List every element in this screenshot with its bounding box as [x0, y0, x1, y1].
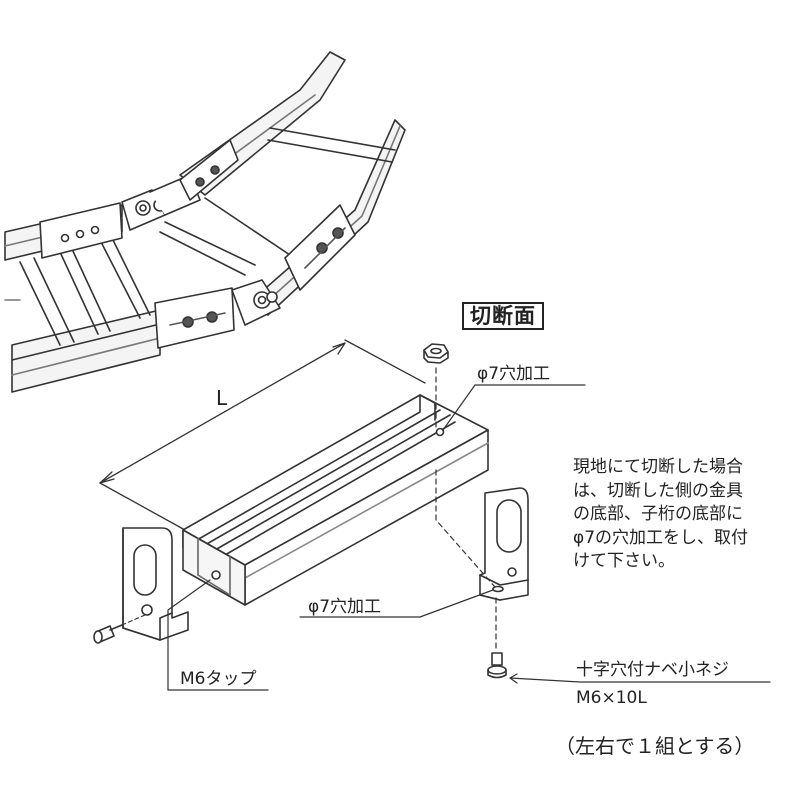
screw-name-label: 十字穴付ナベ小ネジ	[576, 660, 729, 680]
screw-size-label: M6×10L	[576, 688, 647, 708]
note-line-5: けて下さい。	[573, 551, 675, 571]
bracket-left	[122, 527, 189, 641]
pair-note: （左右で１組とする）	[555, 734, 755, 758]
hole-label-top: φ7穴加工	[477, 364, 551, 384]
joint-plate-front	[154, 287, 235, 349]
bracket-right	[435, 469, 529, 601]
note-line-4: φ7の穴加工をし、取付	[573, 527, 749, 548]
ladder-left-rungs	[4, 237, 151, 346]
pan-head-screw	[487, 597, 507, 679]
channel-section-piece	[182, 394, 489, 606]
ladder-left-front-rail	[11, 309, 161, 393]
note-line-3: の底部、子桁の底部に	[573, 504, 743, 524]
hole-label-bottom: φ7穴加工	[308, 597, 382, 617]
section-title: 切断面	[470, 304, 536, 328]
field-cut-note: 現地にて切断した場合 は、切断した側の金具 の底部、子桁の底部に φ7の穴加工を…	[573, 456, 793, 574]
screw-left	[93, 614, 146, 644]
joint-plate-back-left	[39, 202, 123, 259]
note-line-1: 現地にて切断した場合	[573, 457, 743, 477]
leader-lines	[167, 384, 771, 691]
hinge-front	[231, 279, 281, 326]
tap-label: M6タップ	[180, 669, 257, 689]
cable-ladder-joint-illustration	[4, 51, 406, 393]
joint-plate-right	[284, 204, 356, 291]
ladder-right-rungs	[159, 197, 291, 276]
dimension-label-L: L	[216, 386, 228, 410]
hex-nut	[423, 343, 449, 431]
joint-plate-upper	[179, 139, 239, 201]
note-line-2: は、切断した側の金具	[573, 480, 743, 501]
section-title-box: 切断面	[462, 302, 544, 330]
dimension-line-L	[99, 339, 426, 531]
